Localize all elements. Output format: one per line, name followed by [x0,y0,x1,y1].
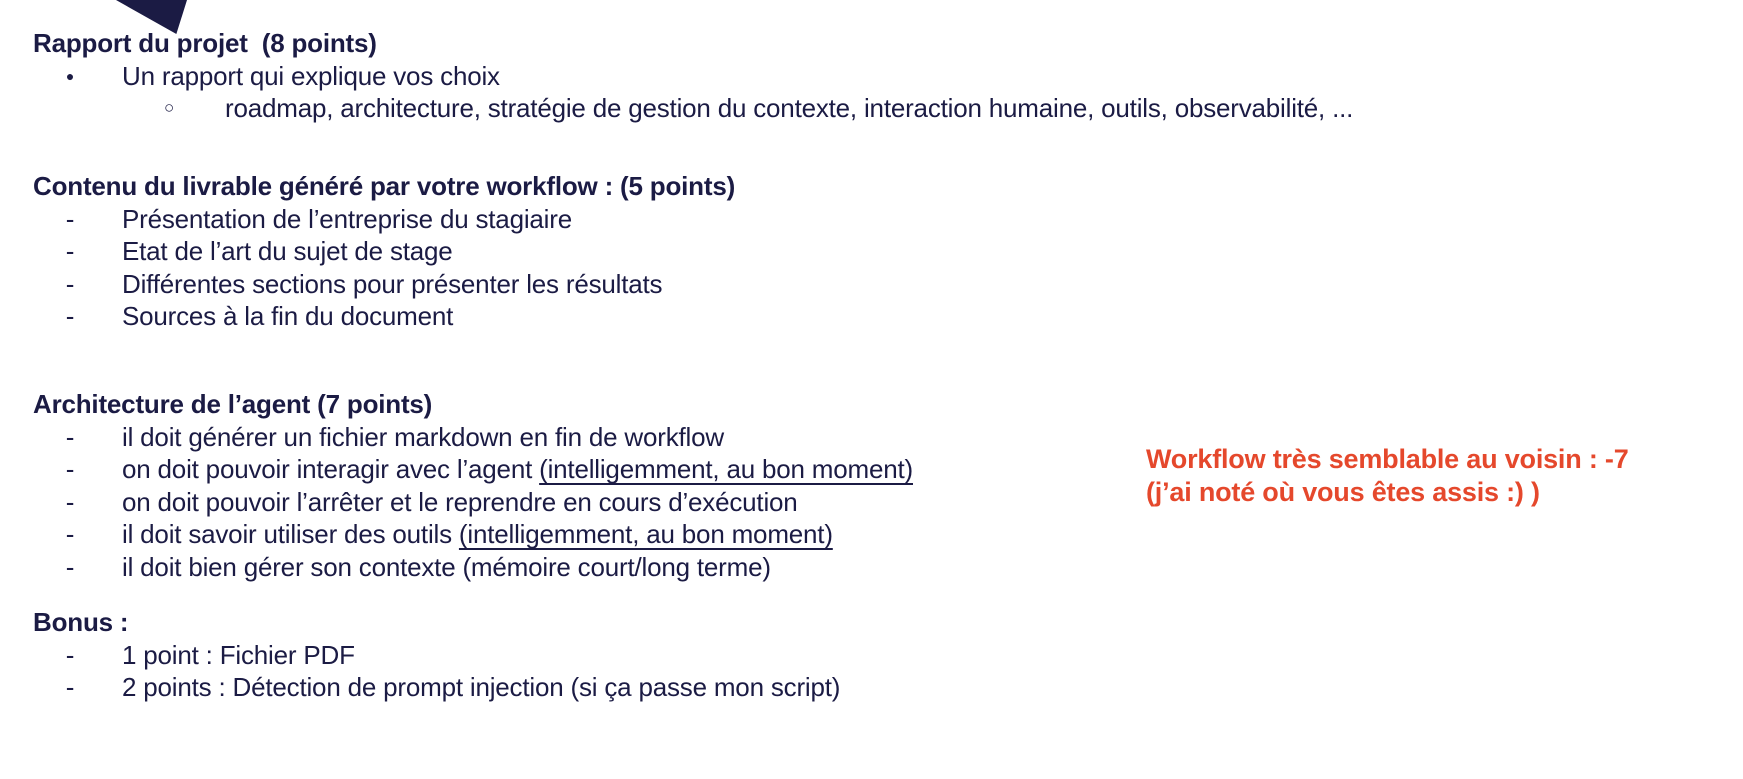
section-rapport-du-projet: Rapport du projet (8 points) ● Un rappor… [33,27,1703,125]
bullet-dash-icon: - [65,519,75,550]
list-item: - 1 point : Fichier PDF [33,639,1703,672]
list-item: - Différentes sections pour présenter le… [33,268,1703,301]
section-title: Rapport du projet (8 points) [33,28,377,58]
list-item-text: on doit pouvoir interagir avec l’agent [122,454,540,485]
bullet-dash-icon: - [65,236,75,267]
bullet-dash-icon: - [65,203,75,234]
bullet-dash-icon: - [65,639,75,670]
list-item-text: Présentation de l’entreprise du stagiair… [122,203,572,234]
bullet-dash-icon: - [65,551,75,582]
bullet-dash-icon: - [65,421,75,452]
list-item-text: on doit pouvoir l’arrêter et le reprendr… [122,486,798,517]
underlined-text: (intelligemment, au bon moment) [539,454,913,485]
section-title: Bonus : [33,607,129,637]
list-item-text: Différentes sections pour présenter les … [122,268,663,299]
grader-comment: Workflow très semblable au voisin : -7 (… [1146,443,1629,509]
underlined-text: (intelligemment, au bon moment) [458,519,833,550]
section-title: Contenu du livrable généré par votre wor… [33,171,736,201]
list-item: - on doit pouvoir l’arrêter et le repren… [33,486,1703,519]
list-item-text: il doit savoir utiliser des outils [122,519,459,550]
bullet-dash-icon: - [65,301,75,332]
section-bonus: Bonus : - 1 point : Fichier PDF - 2 poin… [33,606,1703,704]
list-item-text: roadmap, architecture, stratégie de gest… [225,93,1354,124]
list-item-text: il doit bien gérer son contexte (mémoire… [122,551,771,582]
section-contenu-du-livrable: Contenu du livrable généré par votre wor… [33,170,1703,333]
grader-comment-line1: Workflow très semblable au voisin : -7 [1146,444,1629,474]
list-item: - Etat de l’art du sujet de stage [33,235,1703,268]
list-item: - Présentation de l’entreprise du stagia… [33,203,1703,236]
list-item-text: 2 points : Détection de prompt injection… [122,672,841,703]
list-item: - il doit générer un fichier markdown en… [33,421,1703,454]
bullet-disc-icon: ● [65,67,75,84]
list-item: - 2 points : Détection de prompt injecti… [33,671,1703,704]
bullet-dash-icon: - [65,454,75,485]
list-item-text: 1 point : Fichier PDF [122,639,355,670]
list-item-text: Un rapport qui explique vos choix [122,60,500,91]
list-item: - Sources à la fin du document [33,300,1703,333]
list-item: - il doit savoir utiliser des outils (in… [33,518,1703,551]
bullet-circle-icon: ○ [163,98,175,118]
list-item-text: Sources à la fin du document [122,301,454,332]
list-item: - on doit pouvoir interagir avec l’agent… [33,453,1703,486]
bullet-dash-icon: - [65,672,75,703]
section-architecture-agent: Architecture de l’agent (7 points) - il … [33,388,1703,584]
list-item: ○ roadmap, architecture, stratégie de ge… [33,92,1703,125]
bullet-dash-icon: - [65,486,75,517]
list-item: ● Un rapport qui explique vos choix [33,60,1703,93]
list-item-text: Etat de l’art du sujet de stage [122,236,453,267]
grader-comment-line2: (j’ai noté où vous êtes assis :) ) [1146,477,1540,507]
list-item-text: il doit générer un fichier markdown en f… [122,421,724,452]
bullet-dash-icon: - [65,268,75,299]
section-title: Architecture de l’agent (7 points) [33,389,433,419]
list-item: - il doit bien gérer son contexte (mémoi… [33,551,1703,584]
